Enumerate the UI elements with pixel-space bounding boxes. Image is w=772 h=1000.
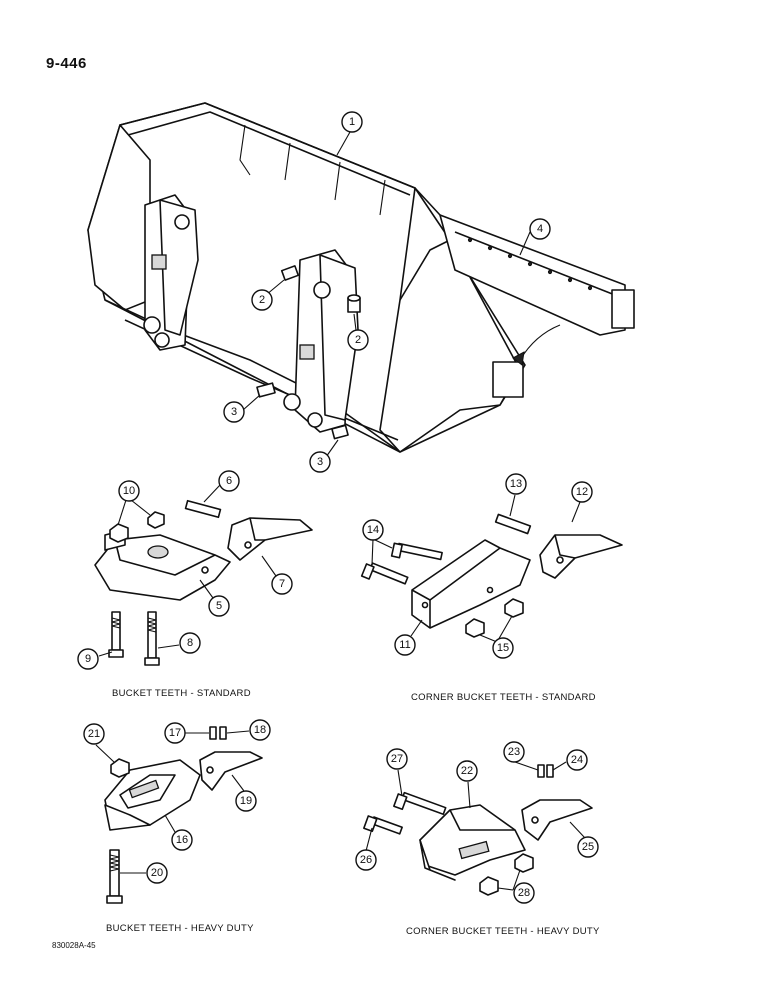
svg-text:5: 5 xyxy=(216,600,222,612)
pin-lower-left xyxy=(256,382,276,398)
callout-11: 11 xyxy=(394,634,416,656)
callout-17: 17 xyxy=(164,722,186,744)
caption-bucket-teeth-heavy-duty: BUCKET TEETH - HEAVY DUTY xyxy=(106,923,254,934)
callout-23: 23 xyxy=(503,741,525,763)
callout-4: 4 xyxy=(529,218,551,240)
svg-text:7: 7 xyxy=(279,578,285,590)
caption-corner-bucket-teeth-standard: CORNER BUCKET TEETH - STANDARD xyxy=(411,692,596,703)
callout-5: 5 xyxy=(208,595,230,617)
corner-bucket-teeth-standard-drawing xyxy=(360,513,623,638)
svg-text:11: 11 xyxy=(399,639,410,651)
pin-lower-right xyxy=(331,424,349,440)
callout-25: 25 xyxy=(577,836,599,858)
svg-text:9: 9 xyxy=(85,653,91,665)
svg-text:19: 19 xyxy=(240,795,252,807)
callout-13: 13 xyxy=(505,473,527,495)
bolt-14-lower xyxy=(360,562,409,585)
svg-text:3: 3 xyxy=(317,456,323,468)
svg-text:14: 14 xyxy=(367,524,379,536)
callout-24: 24 xyxy=(566,749,588,771)
svg-text:27: 27 xyxy=(391,753,403,765)
callout-9: 9 xyxy=(77,648,99,670)
callout-21: 21 xyxy=(83,723,105,745)
svg-text:3: 3 xyxy=(231,406,237,418)
svg-text:6: 6 xyxy=(226,475,232,487)
svg-text:2: 2 xyxy=(355,334,361,346)
svg-text:26: 26 xyxy=(360,854,372,866)
callout-3a: 3 xyxy=(223,401,245,423)
svg-text:17: 17 xyxy=(169,727,181,739)
svg-text:1: 1 xyxy=(349,116,355,128)
svg-text:23: 23 xyxy=(508,746,520,758)
bolt-26 xyxy=(363,815,403,835)
bolt-9 xyxy=(108,611,124,658)
callout-16: 16 xyxy=(171,829,193,851)
svg-text:28: 28 xyxy=(518,887,530,899)
callout-27: 27 xyxy=(386,748,408,770)
svg-text:13: 13 xyxy=(510,478,522,490)
bolt-20 xyxy=(106,849,123,904)
bucket-teeth-heavy-drawing xyxy=(104,726,263,904)
callout-3b: 3 xyxy=(309,451,331,473)
svg-text:15: 15 xyxy=(497,642,509,654)
bucket-drawing xyxy=(87,102,635,453)
svg-text:16: 16 xyxy=(176,834,188,846)
callout-18: 18 xyxy=(249,719,271,741)
callout-1: 1 xyxy=(341,111,363,133)
bolt-27 xyxy=(393,791,447,816)
callout-8: 8 xyxy=(179,632,201,654)
callout-15: 15 xyxy=(492,637,514,659)
callout-12: 12 xyxy=(571,481,593,503)
callout-2a: 2 xyxy=(251,289,273,311)
svg-text:12: 12 xyxy=(576,486,588,498)
svg-text:25: 25 xyxy=(582,841,594,853)
svg-text:10: 10 xyxy=(123,485,135,497)
bucket-teeth-standard-drawing xyxy=(94,499,313,666)
callout-leaders xyxy=(95,131,586,891)
document-code: 830028A-45 xyxy=(52,941,96,950)
caption-bucket-teeth-standard: BUCKET TEETH - STANDARD xyxy=(112,688,251,699)
cutting-edge-bar xyxy=(439,214,635,336)
pin-upper-right xyxy=(347,294,361,313)
svg-text:21: 21 xyxy=(88,728,100,740)
callout-26: 26 xyxy=(355,849,377,871)
svg-text:18: 18 xyxy=(254,724,266,736)
callout-14: 14 xyxy=(362,519,384,541)
callout-6: 6 xyxy=(218,470,240,492)
callout-7: 7 xyxy=(271,573,293,595)
caption-corner-bucket-teeth-heavy-duty: CORNER BUCKET TEETH - HEAVY DUTY xyxy=(406,926,600,937)
svg-text:22: 22 xyxy=(461,765,473,777)
callout-19: 19 xyxy=(235,790,257,812)
callout-20: 20 xyxy=(146,862,168,884)
callout-28: 28 xyxy=(513,882,535,904)
callout-22: 22 xyxy=(456,760,478,782)
bolt-8 xyxy=(144,611,160,666)
callout-10: 10 xyxy=(118,480,140,502)
callout-2b: 2 xyxy=(347,329,369,351)
svg-text:8: 8 xyxy=(187,637,193,649)
pin-upper-left xyxy=(280,265,300,281)
svg-text:24: 24 xyxy=(571,754,583,766)
svg-text:20: 20 xyxy=(151,867,163,879)
bolt-14-upper xyxy=(390,542,443,561)
corner-bucket-teeth-heavy-drawing xyxy=(363,764,593,896)
svg-text:4: 4 xyxy=(537,223,543,235)
page-number: 9-446 xyxy=(46,55,87,72)
svg-text:2: 2 xyxy=(259,294,265,306)
